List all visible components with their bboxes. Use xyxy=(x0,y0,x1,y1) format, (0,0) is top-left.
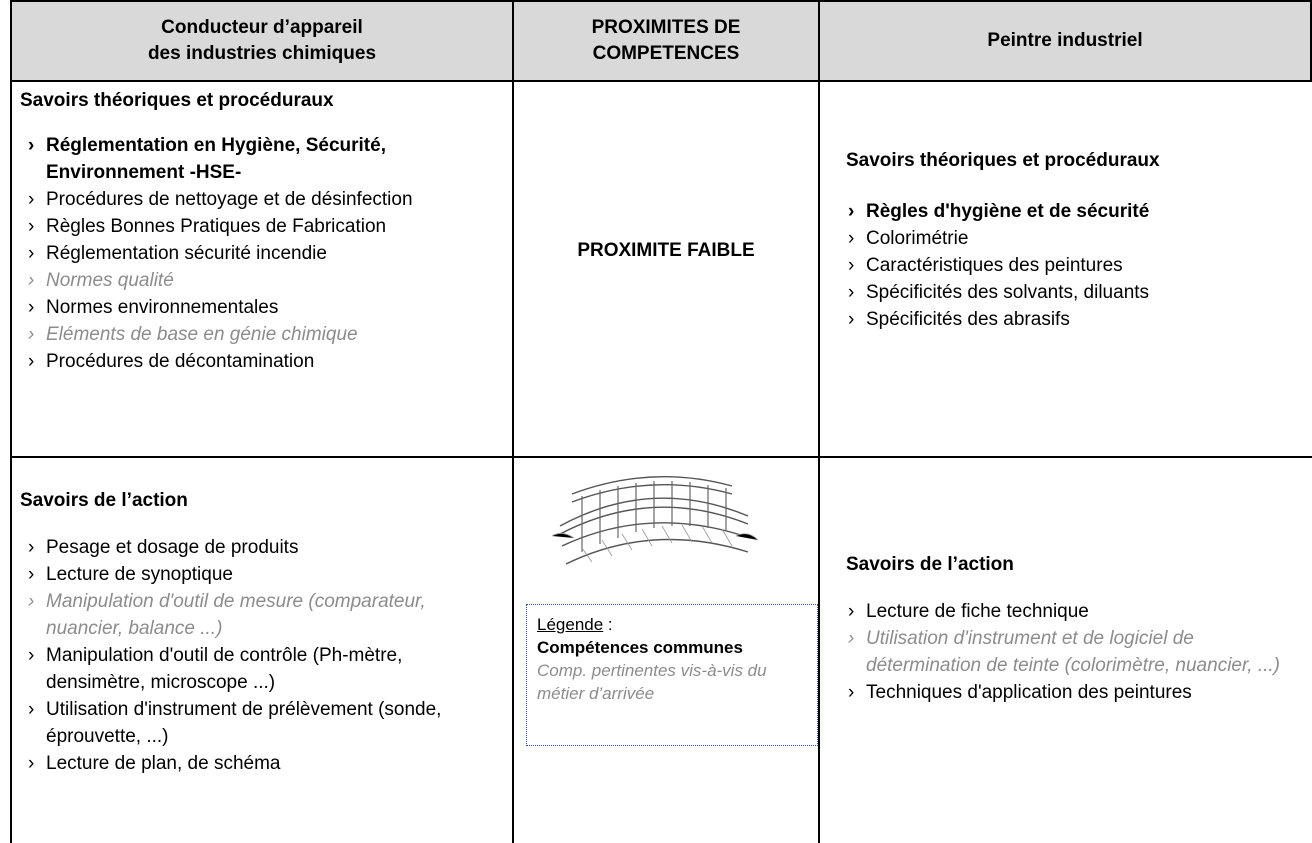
list-item: › Eléments de base en génie chimique xyxy=(20,321,506,348)
legend-title: Légende xyxy=(537,615,604,634)
bullet-icon: › xyxy=(848,201,855,222)
bullet-icon: › xyxy=(28,243,35,264)
list-item-text: Utilisation d'instrument et de logiciel … xyxy=(866,628,1280,676)
list-item: › Lecture de synoptique xyxy=(20,561,498,588)
bullet-icon: › xyxy=(848,628,855,649)
list-item: › Utilisation d'instrument de prélèvement… xyxy=(20,696,498,750)
bullet-icon: › xyxy=(28,189,35,210)
list-item: › Spécificités des abrasifs xyxy=(840,306,1310,333)
bullet-icon: › xyxy=(28,270,35,291)
list-item-text: Règles d'hygiène et de sécurité xyxy=(866,201,1150,222)
list-item: › Normes environnementales xyxy=(20,294,506,321)
legend-box: Légende : Compétences communes Comp. per… xyxy=(526,604,818,746)
list-item: › Pesage et dosage de produits xyxy=(20,534,498,561)
list-item-text: Pesage et dosage de produits xyxy=(46,537,299,558)
list-item: › Spécificités des solvants, diluants xyxy=(840,279,1310,306)
list-item: › Lecture de plan, de schéma xyxy=(20,750,498,777)
header-right: Peintre industriel xyxy=(818,0,1312,82)
list-item: › Techniques d'application des peintures xyxy=(840,679,1310,706)
list-item: › Caractéristiques des peintures xyxy=(840,252,1310,279)
list-item: › Colorimétrie xyxy=(840,225,1310,252)
list-item-text: Procédures de nettoyage et de désinfecti… xyxy=(46,189,413,210)
list-item-text: Colorimétrie xyxy=(866,228,969,249)
bullet-icon: › xyxy=(28,135,35,156)
row1-left-list: › Réglementation en Hygiène, Sécurité, En… xyxy=(20,132,506,375)
list-item: › Règles d'hygiène et de sécurité xyxy=(840,198,1310,225)
bullet-icon: › xyxy=(28,351,35,372)
list-item-text: Lecture de plan, de schéma xyxy=(46,753,281,774)
list-item: › Utilisation d'instrument et de logiciel… xyxy=(840,625,1310,679)
bullet-icon: › xyxy=(848,682,855,703)
row2-right-list: › Lecture de fiche technique › Utilisation … xyxy=(840,598,1310,706)
list-item-text: Caractéristiques des peintures xyxy=(866,255,1123,276)
bullet-icon: › xyxy=(28,216,35,237)
grid-line-col1 xyxy=(512,0,514,843)
bullet-icon: › xyxy=(848,255,855,276)
list-item: › Réglementation sécurité incendie xyxy=(20,240,506,267)
bridge-illustration xyxy=(552,476,758,565)
row1-proximity: PROXIMITE FAIBLE xyxy=(577,240,755,261)
list-item-text: Normes qualité xyxy=(46,270,174,291)
legend-header: Légende : xyxy=(537,613,807,636)
list-item-text: Spécificités des solvants, diluants xyxy=(866,282,1150,303)
bullet-icon: › xyxy=(28,591,35,612)
list-item: › Procédures de décontamination xyxy=(20,348,506,375)
list-item: › Règles Bonnes Pratiques de Fabrication xyxy=(20,213,506,240)
list-item-text: Manipulation d'outil de contrôle (Ph-mèt… xyxy=(46,645,403,693)
list-item-text: Réglementation en Hygiène, Sécurité, Env… xyxy=(46,135,386,183)
bullet-icon: › xyxy=(848,228,855,249)
bullet-icon: › xyxy=(28,699,35,720)
grid-line-left xyxy=(10,0,12,843)
list-item: › Réglementation en Hygiène, Sécurité, En… xyxy=(20,132,506,186)
bullet-icon: › xyxy=(848,282,855,303)
row2-left-title: Savoirs de l’action xyxy=(20,490,188,511)
list-item-text: Spécificités des abrasifs xyxy=(866,309,1070,330)
bullet-icon: › xyxy=(28,645,35,666)
list-item-text: Règles Bonnes Pratiques de Fabrication xyxy=(46,216,387,237)
list-item-text: Eléments de base en génie chimique xyxy=(46,324,358,345)
bullet-icon: › xyxy=(28,324,35,345)
list-item-text: Utilisation d'instrument de prélèvement … xyxy=(46,699,442,747)
grid-line-row-divider xyxy=(10,456,1312,458)
row1-left-title: Savoirs théoriques et procéduraux xyxy=(20,90,334,111)
grid-line-col2 xyxy=(818,0,820,843)
list-item-text: Procédures de décontamination xyxy=(46,351,315,372)
list-item-text: Manipulation d'outil de mesure (comparat… xyxy=(46,591,426,639)
row1-right-list: › Règles d'hygiène et de sécurité › Colorim… xyxy=(840,198,1310,333)
row1-right-title: Savoirs théoriques et procéduraux xyxy=(846,150,1160,171)
list-item: › Procédures de nettoyage et de désinfect… xyxy=(20,186,506,213)
list-item: › Lecture de fiche technique xyxy=(840,598,1310,625)
list-item: › Manipulation d'outil de mesure (compara… xyxy=(20,588,498,642)
list-item: › Manipulation d'outil de contrôle (Ph-mè… xyxy=(20,642,498,696)
legend-pertinent: Comp. pertinentes vis-à-vis du métier d’… xyxy=(537,661,767,703)
legend-colon: : xyxy=(603,615,613,634)
bullet-icon: › xyxy=(28,537,35,558)
bullet-icon: › xyxy=(28,753,35,774)
bullet-icon: › xyxy=(848,601,855,622)
bullet-icon: › xyxy=(848,309,855,330)
list-item-text: Normes environnementales xyxy=(46,297,279,318)
legend-common: Compétences communes xyxy=(537,638,743,657)
list-item-text: Réglementation sécurité incendie xyxy=(46,243,327,264)
list-item-text: Lecture de synoptique xyxy=(46,564,233,585)
bullet-icon: › xyxy=(28,564,35,585)
row2-left-list: › Pesage et dosage de produits › Lecture de… xyxy=(20,534,498,777)
list-item-text: Techniques d'application des peintures xyxy=(866,682,1192,703)
row2-right-title: Savoirs de l’action xyxy=(846,554,1014,575)
bullet-icon: › xyxy=(28,297,35,318)
header-left: Conducteur d’appareil des industries chi… xyxy=(10,0,514,82)
list-item: › Normes qualité xyxy=(20,267,506,294)
list-item-text: Lecture de fiche technique xyxy=(866,601,1089,622)
header-middle: PROXIMITES DE COMPETENCES xyxy=(512,0,820,82)
